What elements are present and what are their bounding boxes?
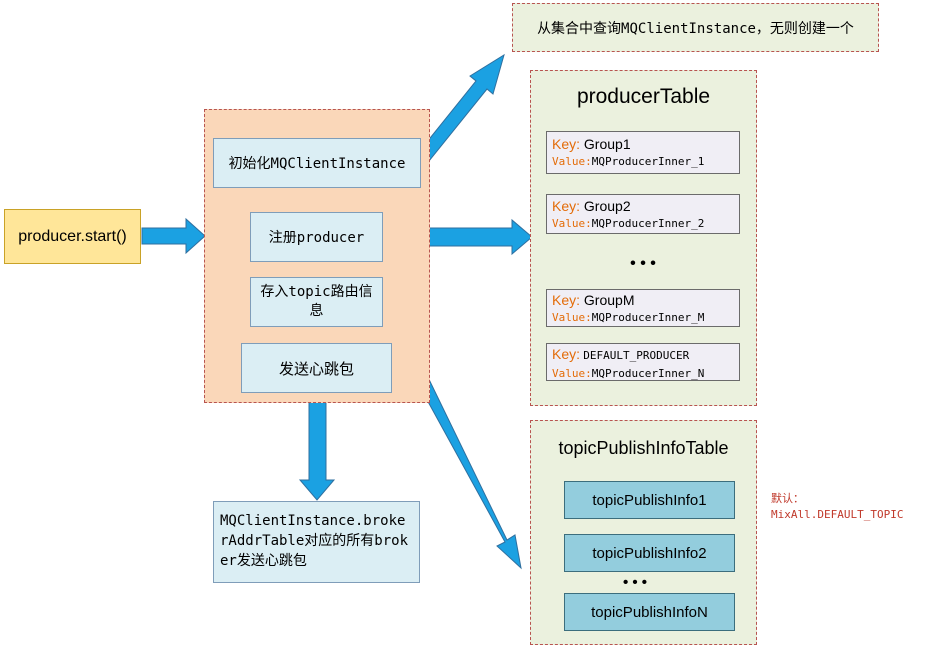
init-mqclientinstance-label: 初始化MQClientInstance [228, 156, 406, 172]
register-producer-box: 注册producer [250, 212, 383, 262]
topic-item: topicPublishInfo2 [564, 534, 735, 572]
topic-item-label: topicPublishInfo2 [592, 544, 707, 562]
entry-key: DEFAULT_PRODUCER [583, 349, 690, 362]
producer-table-ellipsis: • • • [630, 255, 656, 272]
producer-start-label: producer.start() [18, 227, 127, 245]
heartbeat-box: 发送心跳包 [241, 343, 392, 393]
producer-entry: Key: Group1 Value:MQProducerInner_1 [546, 131, 740, 174]
store-topic-route-label: 存入topic路由信息 [260, 284, 373, 319]
producer-entry: Key: GroupM Value:MQProducerInner_M [546, 289, 740, 327]
topic-item: topicPublishInfo1 [564, 481, 735, 519]
entry-value: MQProducerInner_N [591, 367, 705, 380]
entry-key: Group1 [583, 136, 631, 152]
key-prefix: Key: [552, 292, 581, 308]
key-prefix: Key: [552, 346, 581, 362]
arrow-start-to-block [141, 217, 206, 255]
lookup-note-box: 从集合中查询MQClientInstance，无则创建一个 [512, 3, 879, 52]
arrow-init-to-lookup [413, 53, 505, 167]
register-producer-label: 注册producer [268, 230, 365, 246]
producer-entry: Key: Group2 Value:MQProducerInner_2 [546, 194, 740, 234]
topic-item-label: topicPublishInfo1 [592, 491, 707, 509]
value-prefix: Value: [552, 367, 592, 380]
default-topic-note-line2: MixAll.DEFAULT_TOPIC [771, 508, 904, 521]
broker-heartbeat-note: MQClientInstance.brokerAddrTable对应的所有bro… [213, 501, 420, 583]
heartbeat-label: 发送心跳包 [278, 359, 354, 378]
producer-start-box: producer.start() [4, 209, 141, 264]
entry-value: MQProducerInner_1 [591, 155, 705, 168]
entry-key: Group2 [583, 198, 631, 214]
entry-key: GroupM [583, 292, 635, 308]
value-prefix: Value: [552, 311, 592, 324]
init-mqclientinstance-box: 初始化MQClientInstance [213, 138, 421, 188]
default-topic-note-line1: 默认： [771, 492, 804, 505]
default-topic-note: 默认： MixAll.DEFAULT_TOPIC [771, 491, 923, 527]
value-prefix: Value: [552, 217, 592, 230]
topic-table-title: topicPublishInfoTable [558, 437, 729, 458]
key-prefix: Key: [552, 198, 581, 214]
store-topic-route-box: 存入topic路由信息 [250, 277, 383, 327]
topic-item: topicPublishInfoN [564, 593, 735, 631]
key-prefix: Key: [552, 136, 581, 152]
broker-heartbeat-note-text: MQClientInstance.brokerAddrTable对应的所有bro… [220, 513, 409, 569]
producer-entry: Key: DEFAULT_PRODUCER Value:MQProducerIn… [546, 343, 740, 381]
producer-table-title: producerTable [576, 85, 711, 108]
arrow-heartbeat-to-broker [298, 392, 336, 501]
topic-item-label: topicPublishInfoN [591, 603, 708, 621]
entry-value: MQProducerInner_2 [591, 217, 705, 230]
value-prefix: Value: [552, 155, 592, 168]
entry-value: MQProducerInner_M [591, 311, 705, 324]
topic-table-ellipsis: • • • [622, 573, 648, 591]
lookup-note-text: 从集合中查询MQClientInstance，无则创建一个 [537, 20, 854, 37]
